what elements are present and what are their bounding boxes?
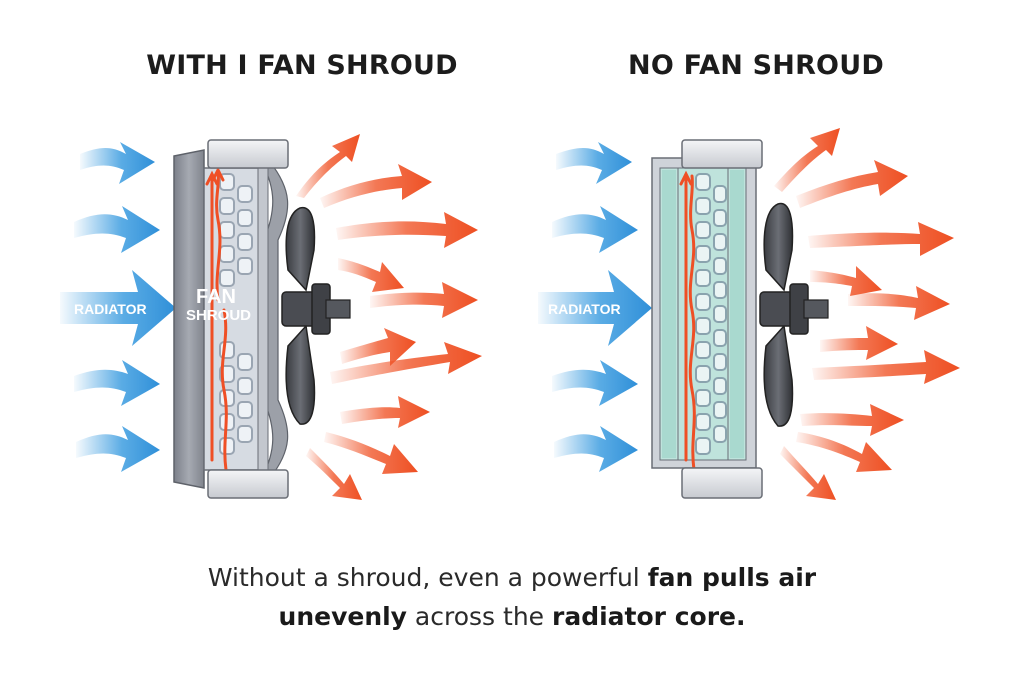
hot-air-arrow (808, 222, 954, 256)
core-flow-arrows (205, 166, 228, 472)
radiator-top-tank (207, 139, 289, 169)
hot-air-arrow (812, 350, 960, 384)
hot-air-arrow (796, 160, 908, 208)
cold-air-arrow (552, 206, 638, 253)
caption-line-1: Without a shroud, even a powerful fan pu… (0, 563, 1024, 592)
caption-emphasis: fan pulls air (647, 563, 817, 592)
cold-air-arrow (76, 426, 160, 472)
core-fins (695, 173, 727, 455)
hot-air-arrow (810, 266, 882, 296)
hot-air-arrow (848, 286, 950, 320)
outgoing-air-arrows (774, 128, 960, 500)
with-shroud-panel: RADIATOR FAN SHROUD (60, 134, 482, 500)
core-flow-arrows (679, 170, 696, 472)
incoming-air-arrows (60, 142, 176, 472)
fan-blade-top (285, 207, 316, 292)
cold-air-arrow (554, 426, 638, 472)
hot-air-arrow (296, 134, 360, 198)
caption-line-2: unevenly across the radiator core. (0, 602, 1024, 631)
core-tint-left (662, 170, 676, 458)
cold-air-arrow (538, 270, 652, 346)
caption-text: Without a shroud, even a powerful (207, 563, 648, 592)
no-shroud-title: NO FAN SHROUD (628, 50, 884, 81)
shroud-label-shroud: SHROUD (186, 307, 251, 324)
shroud-label-fan: FAN (196, 286, 236, 308)
incoming-air-arrows (538, 142, 652, 472)
hot-air-arrow (820, 326, 898, 360)
no-shroud-panel: RADIATOR (538, 128, 960, 500)
fan-blade-bottom (285, 324, 316, 425)
cold-air-arrow (552, 360, 638, 406)
fan-blade-top (763, 202, 794, 292)
cold-air-arrow (556, 142, 632, 184)
outgoing-air-arrows (296, 134, 482, 500)
hot-air-arrow (330, 342, 482, 384)
caption-emphasis: radiator core. (552, 602, 746, 631)
hot-air-arrow (370, 282, 478, 318)
radiator-label: RADIATOR (548, 301, 621, 317)
core-side-bar (257, 167, 269, 471)
cooling-fan (281, 207, 351, 425)
hot-air-arrow (320, 164, 432, 208)
fan-shaft (325, 299, 351, 319)
hot-air-arrow (306, 448, 362, 500)
hot-air-arrow (338, 258, 404, 292)
hot-air-arrow (340, 396, 430, 428)
hot-air-arrow (800, 404, 904, 436)
fan-shaft (803, 299, 829, 319)
hot-air-arrow (774, 128, 840, 192)
with-shroud-title: WITH I FAN SHROUD (146, 50, 458, 81)
cold-air-arrow (74, 206, 160, 253)
core-tint-right (730, 170, 744, 458)
radiator-label: RADIATOR (74, 301, 147, 317)
radiator-bottom-tank (681, 467, 763, 499)
hot-air-arrow (336, 212, 478, 248)
cold-air-arrow (74, 360, 160, 406)
hot-air-arrow (340, 328, 416, 366)
cold-air-arrow (80, 142, 155, 184)
caption-text: across the (406, 602, 552, 631)
hot-air-arrow (324, 432, 418, 474)
cold-air-arrow (60, 270, 176, 346)
caption-emphasis: unevenly (278, 602, 407, 631)
radiator-bottom-tank (207, 469, 289, 499)
radiator-top-tank (681, 139, 763, 169)
fan-blade-bottom (763, 324, 794, 427)
hot-air-arrow (796, 432, 892, 472)
cooling-fan (759, 202, 829, 427)
hot-air-arrow (780, 446, 836, 500)
fan-shroud (173, 149, 205, 489)
